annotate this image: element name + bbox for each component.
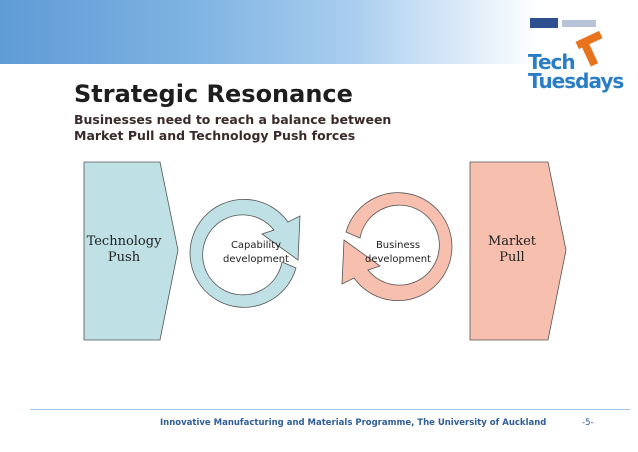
subtitle-line-1: Businesses need to reach a balance betwe…: [74, 112, 391, 128]
business-line-2: development: [365, 254, 431, 265]
technology-push-line-1: Technology: [87, 234, 163, 249]
market-pull-line-2: Pull: [499, 250, 524, 265]
university-name-mark: [562, 20, 596, 27]
tech-tuesdays-t-mark-icon: [570, 30, 610, 70]
tech-tuesdays-logo: Tech Tuesdays: [520, 18, 620, 96]
capability-line-2: development: [223, 254, 289, 265]
capability-line-1: Capability: [231, 240, 281, 251]
business-line-1: Business: [376, 240, 420, 251]
page-number: -5-: [582, 418, 594, 428]
subtitle-line-2: Market Pull and Technology Push forces: [74, 128, 391, 144]
footer-text: Innovative Manufacturing and Materials P…: [160, 418, 546, 428]
market-pull-line-1: Market: [488, 234, 537, 249]
header-banner: [0, 0, 540, 64]
university-crest-mark: [530, 18, 558, 28]
footer-divider: [30, 409, 630, 410]
technology-push-line-2: Push: [108, 250, 141, 265]
slide-subtitle: Businesses need to reach a balance betwe…: [74, 112, 391, 144]
slide-title: Strategic Resonance: [74, 80, 353, 108]
logo-line-2: Tuesdays: [528, 69, 623, 93]
strategic-resonance-diagram: Technology Push Market Pull Capability d…: [0, 150, 638, 350]
